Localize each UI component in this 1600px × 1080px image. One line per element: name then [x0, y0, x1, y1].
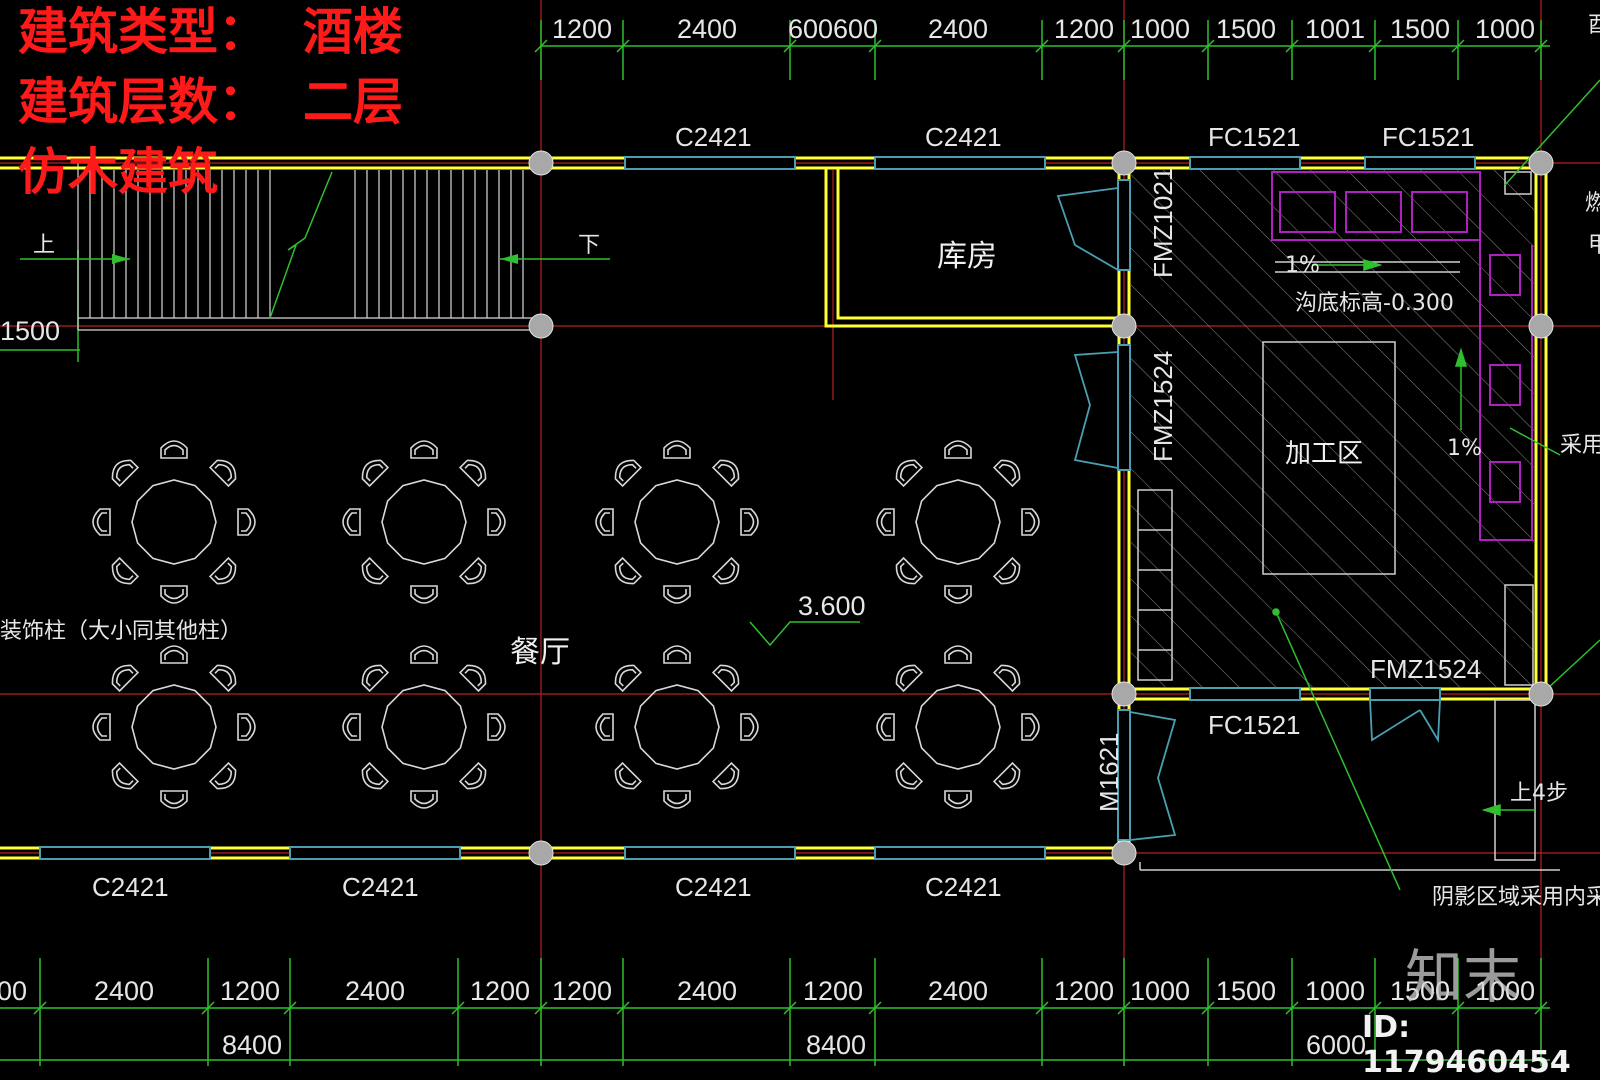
column-marker: [1528, 681, 1554, 707]
room-storage: 库房: [937, 239, 997, 274]
dim-total-2: 8400: [806, 1030, 866, 1060]
dining-tables: [92, 440, 1040, 809]
column-marker: [1111, 840, 1137, 866]
round-table-with-chairs: [342, 440, 506, 604]
dim-bottom-label: 1200: [470, 976, 530, 1006]
stair-up-label: 上: [33, 233, 55, 258]
dim-bottom-label: 2400: [677, 976, 737, 1006]
dim-total-3: 6000: [1306, 1030, 1366, 1060]
building-style-text: 仿木建筑: [18, 143, 218, 201]
door-label-1: FMZ1021: [1148, 167, 1178, 278]
window-label-top-1: C2421: [675, 122, 752, 152]
elevation-label: 3.600: [798, 591, 866, 621]
round-table-with-chairs: [92, 645, 256, 809]
round-table-with-chairs: [92, 440, 256, 604]
column-marker: [1111, 681, 1137, 707]
decor-column-note: 装饰柱（大小同其他柱）: [0, 619, 242, 644]
round-table-with-chairs: [876, 440, 1040, 604]
dim-bottom-label: 2400: [345, 976, 405, 1006]
dim-bottom-label: 1000: [1130, 976, 1190, 1006]
dim-top-label: 1200: [1054, 14, 1114, 44]
column-marker: [1528, 150, 1554, 176]
dim-bottom-label: 1200: [803, 976, 863, 1006]
dim-top-label: 1200: [552, 14, 612, 44]
window-label-bottom-4: C2421: [925, 872, 1002, 902]
watermark-logo: 知末: [1405, 943, 1522, 1011]
dim-bottom-label: 1500: [1390, 976, 1450, 1006]
room-processing: 加工区: [1285, 439, 1363, 469]
window-label-bottom-3: C2421: [675, 872, 752, 902]
trench-elevation-label: 沟底标高-0.300: [1295, 291, 1454, 316]
dim-bottom-label: 1000: [1475, 976, 1535, 1006]
round-table-with-chairs: [342, 645, 506, 809]
right-note-0: 酉: [1588, 13, 1600, 38]
dim-bottom-label: 1200: [552, 976, 612, 1006]
round-table-with-chairs: [595, 440, 759, 604]
window-label-top-3: FC1521: [1208, 122, 1301, 152]
dim-top-label: 600600: [788, 14, 878, 44]
dim-bottom-label: 2400: [94, 976, 154, 1006]
bottom-dimension-labels: 00 2400 1200 2400 1200 1200 2400 1200 2400 1200 10…: [0, 976, 1535, 1006]
window-label-bottom-2: C2421: [342, 872, 419, 902]
columns: [528, 150, 1554, 866]
round-table-with-chairs: [595, 645, 759, 809]
kitchen-fixtures: [1271, 171, 1533, 541]
building-type-text: 建筑类型： 酒楼: [18, 3, 403, 61]
dim-bottom-label: 00: [0, 976, 27, 1006]
column-marker: [528, 150, 554, 176]
column-marker: [1111, 313, 1137, 339]
window-label-bottom-1: C2421: [92, 872, 169, 902]
slope-label-2: 1%: [1447, 436, 1482, 461]
slope-label-1: 1%: [1285, 253, 1320, 278]
door-label-3: FMZ1524: [1370, 654, 1481, 684]
dim-top-label: 1500: [1390, 14, 1450, 44]
door-label-4: M1621: [1094, 733, 1124, 813]
staircase: [20, 160, 610, 331]
window-label-kitchen: FC1521: [1208, 710, 1301, 740]
building-floors-text: 建筑层数： 二层: [18, 73, 403, 131]
top-dimension-labels: 1200 2400 600600 2400 1200 1000 1500 1001 1500 10…: [552, 14, 1535, 44]
dim-top-label: 1001: [1305, 14, 1365, 44]
column-marker: [528, 840, 554, 866]
steps-label: 上4步: [1510, 781, 1568, 806]
dim-top-label: 1000: [1475, 14, 1535, 44]
right-note-3: 采用: [1560, 433, 1600, 458]
dim-bottom-label: 1000: [1305, 976, 1365, 1006]
dim-bottom-label: 2400: [928, 976, 988, 1006]
processing-table: [1262, 341, 1396, 575]
elevation-marker: [749, 621, 860, 647]
column-marker: [528, 313, 554, 339]
window-label-top-2: C2421: [925, 122, 1002, 152]
door-label-2: FMZ1524: [1148, 351, 1178, 462]
dim-top-label: 2400: [677, 14, 737, 44]
dim-top-label: 1000: [1130, 14, 1190, 44]
right-note-1: 燃: [1585, 191, 1600, 216]
dim-bottom-label: 1500: [1216, 976, 1276, 1006]
shadow-area-note: 阴影区域采用内采用耐: [1432, 885, 1600, 910]
window-openings: [39, 156, 1476, 860]
window-label-top-4: FC1521: [1382, 122, 1475, 152]
column-marker: [1111, 150, 1137, 176]
room-dining: 餐厅: [510, 635, 570, 670]
dim-top-label: 2400: [928, 14, 988, 44]
kitchen-hatch: [1131, 170, 1534, 687]
dim-top-label: 1500: [1216, 14, 1276, 44]
watermark-id: ID: 1179460454: [1362, 1010, 1571, 1080]
round-table-with-chairs: [876, 645, 1040, 809]
dim-total-1: 8400: [222, 1030, 282, 1060]
dim-bottom-label: 1200: [1054, 976, 1114, 1006]
column-marker: [1528, 313, 1554, 339]
dim-left-label: 1500: [0, 316, 60, 346]
door-swings: [1056, 187, 1441, 841]
dim-bottom-label: 1200: [220, 976, 280, 1006]
right-note-2: 甲: [1588, 233, 1600, 258]
stair-down-label: 下: [578, 233, 600, 258]
